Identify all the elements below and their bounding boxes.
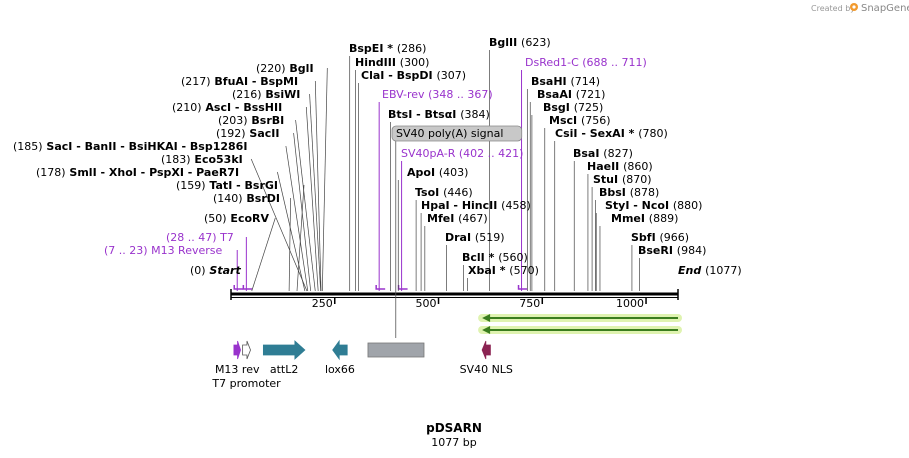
site-label-styi-ncoi-880: StyI - NcoI (880) (605, 199, 702, 212)
site-label-192-sacii: (192) SacII (216, 127, 279, 140)
backbone (230, 289, 679, 300)
site-leader (295, 119, 316, 292)
site-label-bspei-286: BspEI * (286) (349, 42, 426, 55)
feature-shape (233, 340, 241, 360)
site-leaders (233, 50, 640, 338)
site-label-bglii-623: BglII (623) (489, 36, 551, 49)
site-label-sv40-poly-a-signal: SV40 poly(A) signal (396, 127, 503, 140)
feature-label-box (391, 125, 523, 142)
credit-brand: SnapGene (861, 3, 909, 14)
scale-ticks: 250 500 750 1000 (312, 297, 647, 310)
orf-arrowhead (482, 326, 491, 334)
primer-mark (397, 285, 408, 290)
site-leader (309, 93, 321, 292)
site-label-178-smli-xhoi-pspxi-paer7i: (178) SmlI - XhoI - PspXI - PaeR7I (36, 166, 239, 179)
site-label-216-bsiwi: (216) BsiWI (232, 88, 300, 101)
site-label-220-bgli: (220) BglI (256, 62, 314, 75)
orf-arrows (478, 314, 682, 334)
site-label-msci-756: MscI (756) (549, 114, 611, 127)
site-label-end-1077: End (1077) (678, 264, 742, 277)
site-leader (277, 171, 306, 292)
site-label-28-47-t7: (28 .. 47) T7 (166, 231, 234, 244)
tick-label: 250 (312, 297, 333, 310)
feature-shape (481, 340, 491, 360)
site-leader (285, 145, 309, 292)
site-label-sv40pa-r-402-421: SV40pA-R (402 .. 421) (401, 147, 523, 160)
site-label-217-bfuai-bspmi: (217) BfuAI - BspMI (181, 75, 298, 88)
site-label-183-eco53ki: (183) Eco53kI (161, 153, 243, 166)
site-label-apoi-403: ApoI (403) (407, 166, 468, 179)
feature-lox66: lox66 (325, 339, 355, 376)
feature-m13-rev: M13 rev (215, 340, 260, 376)
feature-shape (332, 339, 348, 361)
snapgene-logo-icon (850, 3, 858, 11)
site-leader (305, 106, 319, 292)
site-label-clai-bspdi-307: ClaI - BspDI (307) (361, 69, 466, 82)
map-title: pDSARN (426, 421, 482, 435)
site-label-haeii-860: HaeII (860) (587, 160, 653, 173)
map-length: 1077 bp (431, 436, 476, 449)
feature-sv40-nls: SV40 NLS (460, 340, 513, 376)
site-label-xbai-570: XbaI * (570) (468, 264, 539, 277)
site-label-210-asci-bsshii: (210) AscI - BssHII (172, 101, 282, 114)
site-leader (296, 184, 305, 292)
tick-label: 500 (416, 297, 437, 310)
feature-label: T7 promoter (211, 377, 281, 390)
site-label-bsaai-721: BsaAI (721) (537, 88, 605, 101)
site-label-140-bsrdi: (140) BsrDI (213, 192, 280, 205)
orf-arrowhead (482, 314, 491, 322)
site-label-bbsi-878: BbsI (878) (599, 186, 659, 199)
site-labels: (0) Start (7 .. 23) M13 Reverse(28 .. 47)… (13, 36, 742, 277)
site-label-ebv-rev-348-367: EBV-rev (348 .. 367) (382, 88, 493, 101)
site-label-drai-519: DraI (519) (445, 231, 505, 244)
site-label-203-bsrbi: (203) BsrBI (218, 114, 284, 127)
site-leader (250, 158, 308, 292)
feature-t7-promoter: T7 promoter (211, 340, 281, 390)
primer-mark (375, 285, 386, 290)
site-label-csii-sexai-780: CsiI - SexAI * (780) (555, 127, 668, 140)
site-leader (314, 80, 322, 292)
feature-label: M13 rev (215, 363, 260, 376)
site-label-bsai-827: BsaI (827) (573, 147, 633, 160)
site-label-hpai-hincii-458: HpaI - HincII (458) (421, 199, 531, 212)
site-label-btsi-bts-i-384: BtsI - BtsαI (384) (388, 108, 490, 121)
tick-label: 1000 (616, 297, 644, 310)
site-label-mmei-889: MmeI (889) (611, 212, 678, 225)
site-leader (293, 132, 312, 292)
tick-label: 750 (519, 297, 540, 310)
feature-label: lox66 (325, 363, 355, 376)
primer-mark (242, 285, 253, 290)
site-label-tsoi-446: TsoI (446) (415, 186, 473, 199)
site-leader (321, 67, 328, 292)
feature-shape (367, 342, 425, 358)
site-label-185-saci-banii-bsihkai-bsp1286i: (185) SacI - BanII - BsiHKAI - Bsp1286I (13, 140, 247, 153)
feature-region (367, 342, 425, 358)
feature-label: attL2 (270, 363, 299, 376)
site-leader (251, 217, 276, 292)
feature-attl2: attL2 (262, 340, 306, 376)
site-label-159-tati-bsrgi: (159) TatI - BsrGI (176, 179, 278, 192)
site-label-sbfi-966: SbfI (966) (631, 231, 689, 244)
site-leader (288, 197, 291, 292)
primer-mark (233, 285, 244, 290)
site-label-bsahi-714: BsaHI (714) (531, 75, 600, 88)
site-label-50-ecorv: (50) EcoRV (204, 212, 269, 225)
site-label-stui-870: StuI (870) (593, 173, 652, 186)
feature-shape (262, 340, 306, 360)
site-label-7-23-m13-reverse: (7 .. 23) M13 Reverse (104, 244, 223, 257)
site-label-mfei-467: MfeI (467) (427, 212, 488, 225)
site-label-hindiii-300: HindIII (300) (355, 56, 429, 69)
site-label-bcli-560: BclI * (560) (462, 251, 528, 264)
primer-mark (517, 285, 528, 290)
feature-label: SV40 NLS (460, 363, 513, 376)
site-label-bsgi-725: BsgI (725) (543, 101, 603, 114)
site-label-0-start: (0) Start (190, 264, 241, 277)
site-label-bseri-984: BseRI (984) (638, 244, 706, 257)
feature-shape (242, 340, 251, 360)
site-label-dsred1-c-688-711: DsRed1-C (688 .. 711) (525, 56, 647, 69)
credit-prefix: Created by (811, 4, 855, 13)
